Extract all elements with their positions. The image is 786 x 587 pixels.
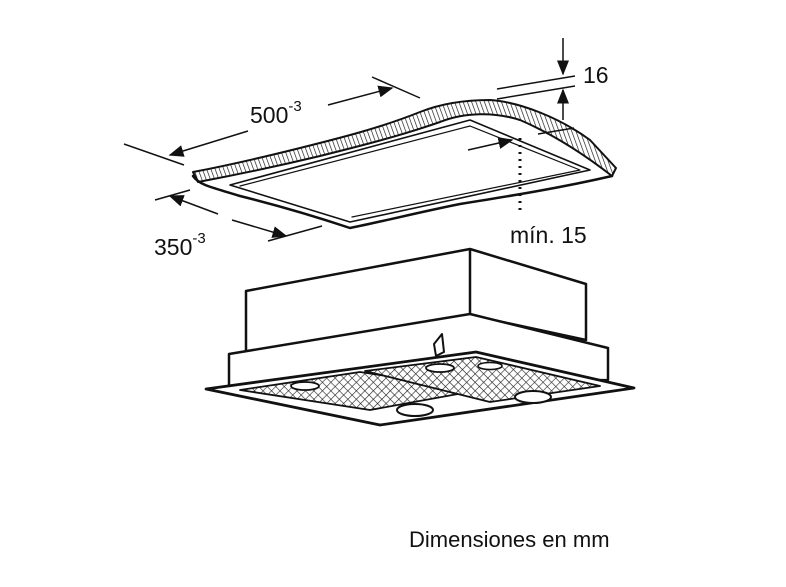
width-tolerance: -3 xyxy=(192,230,206,247)
length-label: 500-3 xyxy=(250,98,302,129)
width-label: 350-3 xyxy=(154,230,206,261)
length-dimension xyxy=(123,76,421,166)
length-value: 500 xyxy=(250,102,289,128)
hood-unit xyxy=(204,247,636,427)
width-value: 350 xyxy=(154,234,193,260)
clearance-dimension xyxy=(467,127,575,214)
clearance-label: mín. 15 xyxy=(510,222,587,248)
ceiling-cutout xyxy=(191,99,617,230)
thickness-label: 16 xyxy=(583,62,609,88)
caption: Dimensiones en mm xyxy=(409,527,610,552)
width-dimension xyxy=(154,189,323,242)
thickness-dimension xyxy=(496,38,576,120)
length-tolerance: -3 xyxy=(288,98,302,115)
